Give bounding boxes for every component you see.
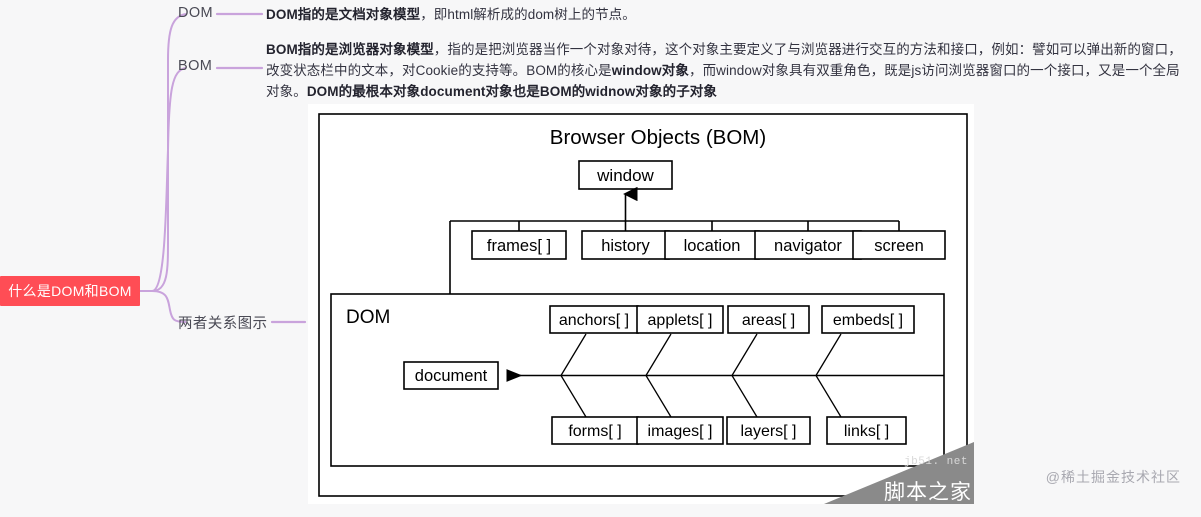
diagram-box-location-label: location [684,237,741,255]
dom-bold-lead: DOM指的是文档对象模型 [266,7,421,22]
bom-part1-text: ，指的是把浏览器当作一个对象对待，这个对象主要定义了与浏览器进行交互的方法和接口… [266,42,1182,78]
diagram-box-window [578,160,673,190]
diagram-box-window-label: window [596,166,654,185]
diagram-box-screen [852,230,946,260]
diagram-box-screen-label: screen [874,237,924,255]
mindmap-branch-bom[interactable]: BOM [178,58,213,74]
diagram-box-forms-label: forms[ ] [568,423,621,440]
dom-rest-text: ，即html解析成的dom树上的节点。 [420,7,636,22]
diagram-box-layers [726,416,811,445]
bom-bold-tail: DOM的最根本对象document对象也是BOM的widnow对象的子对象 [306,84,717,99]
bom-description-paragraph: BOM指的是浏览器对象模型，指的是把浏览器当作一个对象对待，这个对象主要定义了与… [266,39,1186,102]
diagram-box-history [581,230,670,260]
diagram-box-areas-label: areas[ ] [742,312,795,329]
diagram-box-document [403,361,499,390]
diagram-box-images [636,416,724,445]
diagram-box-history-label: history [601,237,650,255]
bom-bold-window: window对象 [611,63,689,78]
diagram-box-images-label: images[ ] [648,423,713,440]
diagram-box-frames-label: frames[ ] [487,237,551,255]
mindmap-branch-dom[interactable]: DOM [178,5,214,21]
browser-objects-diagram: Browser Objects (BOM) window frames[ ] h… [308,104,974,504]
bom-bold-lead: BOM指的是浏览器对象模型 [266,42,434,57]
bom-part2-text: ，而window对象具有双重角色，既是js访问浏览器窗口的一个接口，又是一个全局… [266,63,1180,99]
diagram-box-embeds [821,305,915,334]
diagram-box-applets [636,305,724,334]
mindmap-branch-relation[interactable]: 两者关系图示 [178,316,268,332]
site-credit-label: @稀土掘金技术社区 [1045,469,1181,485]
diagram-box-links-label: links[ ] [844,423,889,440]
diagram-box-navigator-label: navigator [774,237,842,255]
diagram-dom-section-label: DOM [346,307,390,328]
diagram-box-layers-label: layers[ ] [740,423,796,440]
diagram-svg: Browser Objects (BOM) window frames[ ] h… [318,113,968,497]
diagram-box-frames [471,230,567,260]
diagram-box-location [664,230,760,260]
diagram-box-anchors-label: anchors[ ] [559,312,629,329]
dom-description-paragraph: DOM指的是文档对象模型，即html解析成的dom树上的节点。 [266,4,1186,25]
diagram-bom-children: frames[ ] history location navigator scr… [471,230,946,260]
diagram-box-embeds-label: embeds[ ] [833,312,903,329]
diagram-title: Browser Objects (BOM) [550,126,766,149]
diagram-box-applets-label: applets[ ] [648,312,713,329]
diagram-dom-top-children: anchors[ ] applets[ ] areas[ ] embeds[ ] [549,305,915,334]
diagram-box-areas [727,305,810,334]
diagram-dom-bottom-children: forms[ ] images[ ] layers[ ] links[ ] [551,416,907,445]
diagram-box-document-label: document [415,367,488,385]
mindmap-root-node[interactable]: 什么是DOM和BOM [0,276,140,306]
diagram-dom-ribs [560,333,842,418]
